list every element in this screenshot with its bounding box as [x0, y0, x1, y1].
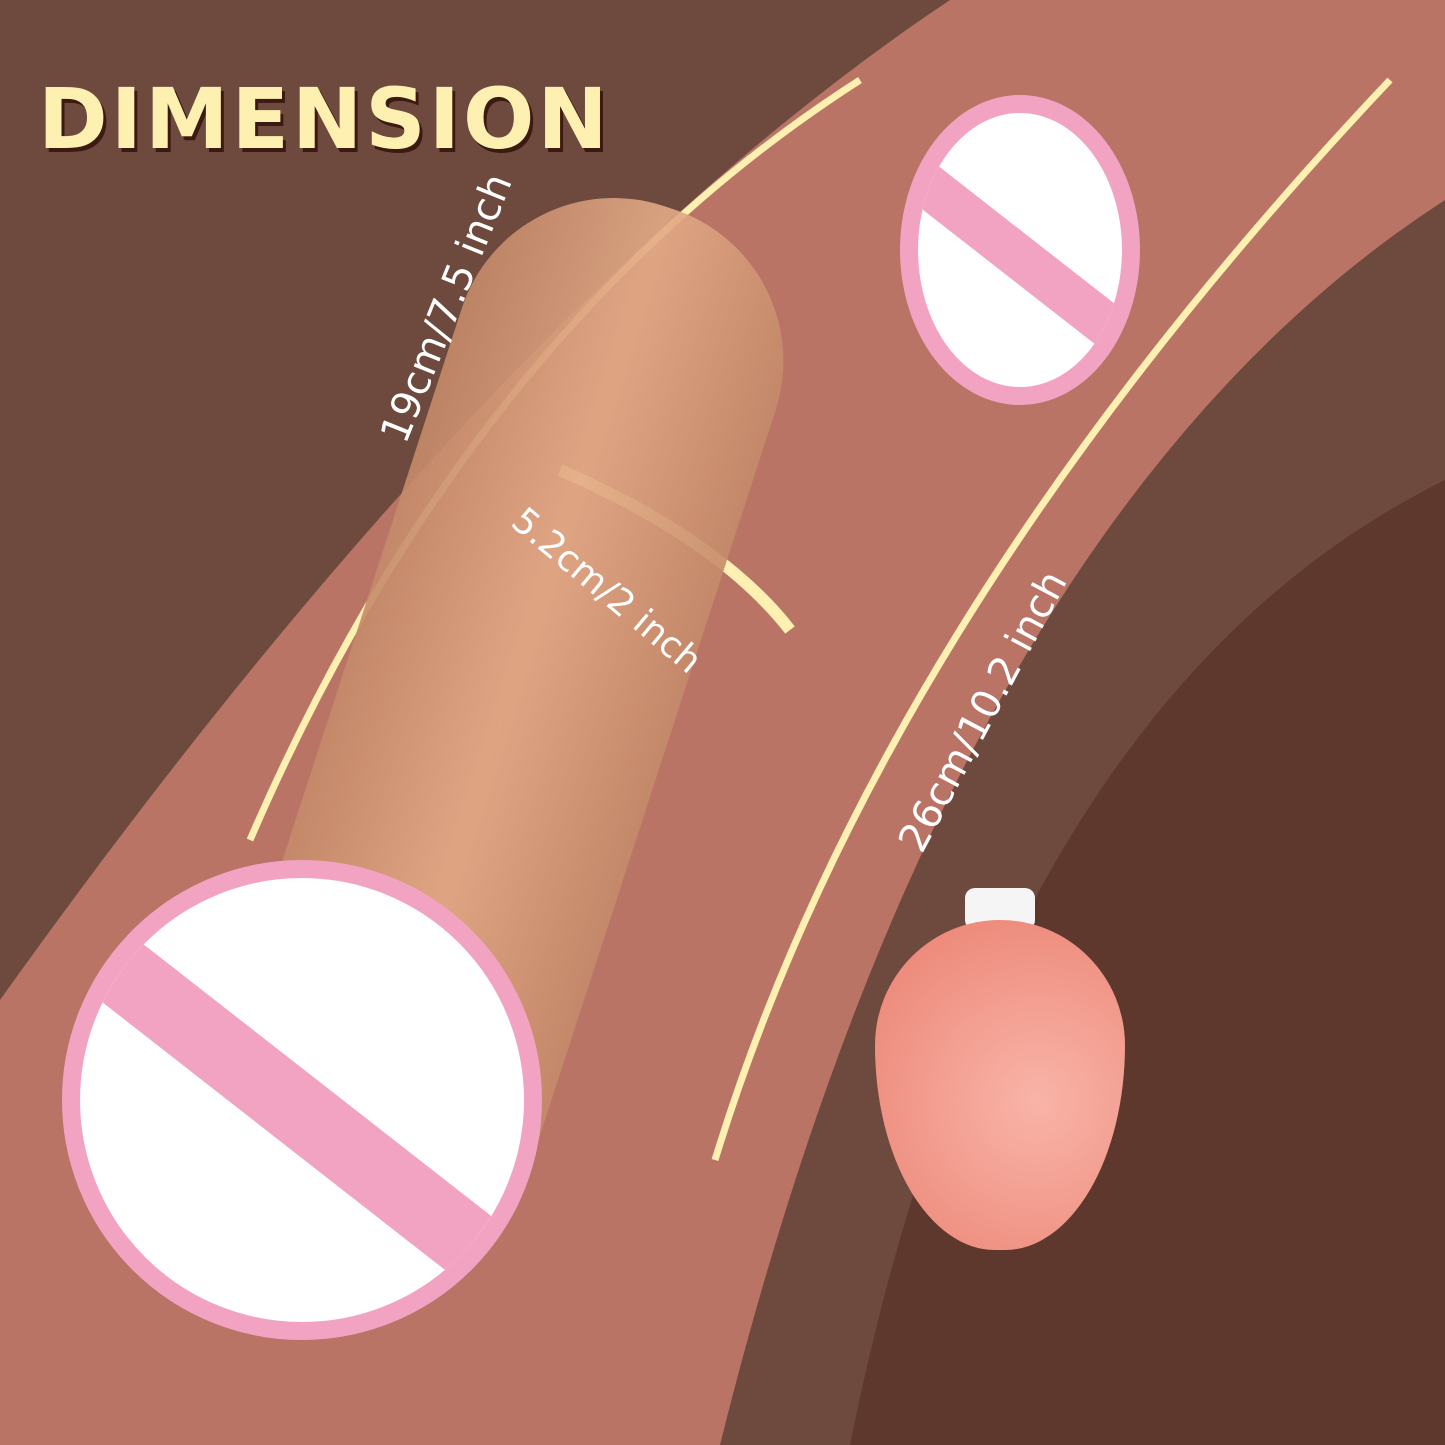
- censor-circle-top: [900, 95, 1140, 405]
- guide-arc-long: [711, 77, 1393, 1162]
- pump-bulb: [875, 920, 1125, 1250]
- censor-circle-bottom: [62, 860, 542, 1340]
- page-title: DIMENSION: [38, 70, 611, 168]
